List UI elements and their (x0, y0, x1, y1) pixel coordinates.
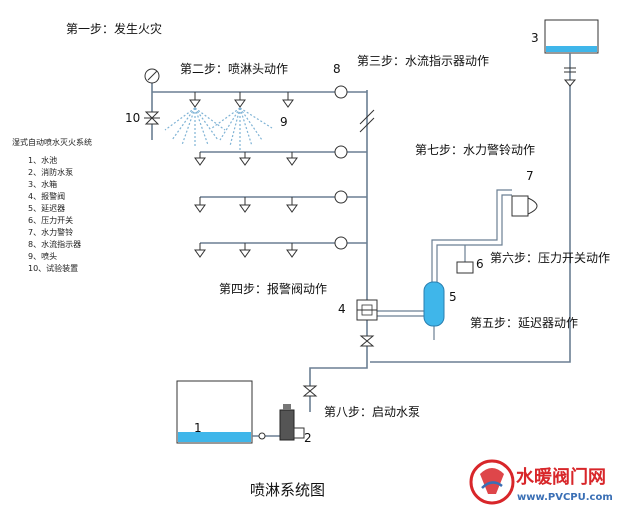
legend-item: 8、水流指示器 (28, 239, 81, 249)
sprinkler-head-icon (239, 197, 251, 213)
step-3-label: 第三步：水流指示器动作 (357, 53, 489, 68)
step-5-label: 第五步：延迟器动作 (470, 316, 578, 330)
legend-item: 6、压力开关 (28, 215, 73, 225)
legend-item: 5、延迟器 (28, 203, 65, 213)
sprinkler-head-icon (239, 152, 251, 166)
retarder-tank (423, 281, 445, 327)
tank-valve-icon (564, 67, 576, 73)
flow-indicator-icon (334, 190, 348, 204)
water-spray-pattern (164, 107, 273, 150)
sprinkler-head-icon (194, 152, 206, 166)
legend-item: 1、水池 (28, 155, 57, 165)
sprinkler-heads (189, 92, 298, 258)
sprinkler-head-icon (239, 243, 251, 258)
water-alarm-bell (511, 195, 538, 217)
sprinkler-head-icon (286, 152, 298, 166)
diagram-caption: 喷淋系统图 (250, 481, 325, 499)
pump-valve-icon (302, 385, 318, 397)
flow-indicator-icon (334, 145, 348, 159)
flow-indicator-icon (334, 85, 348, 99)
sprinkler-head-icon (234, 92, 246, 108)
legend-title: 湿式自动喷水灭火系统 (12, 137, 92, 147)
water-pool (176, 380, 280, 444)
site-watermark: 水暖阀门网 www.PVCPU.com (469, 459, 613, 505)
sprinkler-head-icon (189, 92, 201, 108)
legend-item: 2、消防水泵 (28, 167, 73, 177)
number-1-label: 1 (194, 421, 202, 435)
component-legend: 湿式自动喷水灭火系统 1、水池 2、消防水泵 3、水箱 4、报警阀 5、延迟器 … (12, 137, 92, 273)
tank-supply-pipe (370, 88, 571, 363)
flow-indicator-icon (334, 236, 348, 250)
step-2-label: 第二步：喷淋头动作 (180, 62, 288, 76)
pump-discharge-pipe (309, 320, 368, 412)
sprinkler-head-icon (194, 197, 206, 213)
test-device (144, 68, 160, 125)
number-9-label: 9 (280, 115, 288, 129)
legend-item: 9、喷头 (28, 251, 57, 261)
step-4-label: 第四步：报警阀动作 (219, 281, 327, 296)
flow-indicators (334, 85, 348, 250)
water-tank (544, 19, 599, 88)
number-6-label: 6 (476, 257, 484, 271)
bell-pipe (431, 189, 512, 282)
alarm-valve (356, 299, 378, 347)
sprinkler-head-icon (286, 197, 298, 213)
legend-item: 7、水力警铃 (28, 227, 73, 237)
watermark-url: www.PVCPU.com (517, 492, 613, 503)
riser-valve-icon (359, 109, 375, 133)
number-8-label: 8 (333, 62, 341, 76)
step-7-label: 第七步：水力警铃动作 (415, 142, 535, 157)
number-7-label: 7 (526, 169, 534, 183)
riser-gate-valve-icon (359, 335, 375, 347)
fire-pump (279, 385, 318, 441)
sprinkler-head-icon (194, 243, 206, 258)
number-10-label: 10 (125, 111, 140, 125)
bell-pipe-2 (436, 194, 512, 282)
number-3-label: 3 (531, 31, 539, 45)
step-8-label: 第八步：启动水泵 (324, 405, 420, 419)
watermark-brand: 水暖阀门网 (516, 466, 606, 488)
legend-item: 10、试验装置 (28, 263, 78, 273)
legend-item: 4、报警阀 (28, 191, 65, 201)
step-1-label: 第一步：发生火灾 (66, 21, 162, 36)
sprinkler-head-icon (286, 243, 298, 258)
legend-item: 3、水箱 (28, 179, 57, 189)
number-4-label: 4 (338, 302, 346, 316)
number-2-label: 2 (304, 431, 312, 445)
sprinkler-head-icon (282, 92, 294, 108)
number-5-label: 5 (449, 290, 457, 304)
step-6-label: 第六步：压力开关动作 (490, 251, 610, 265)
pressure-switch (456, 261, 474, 274)
